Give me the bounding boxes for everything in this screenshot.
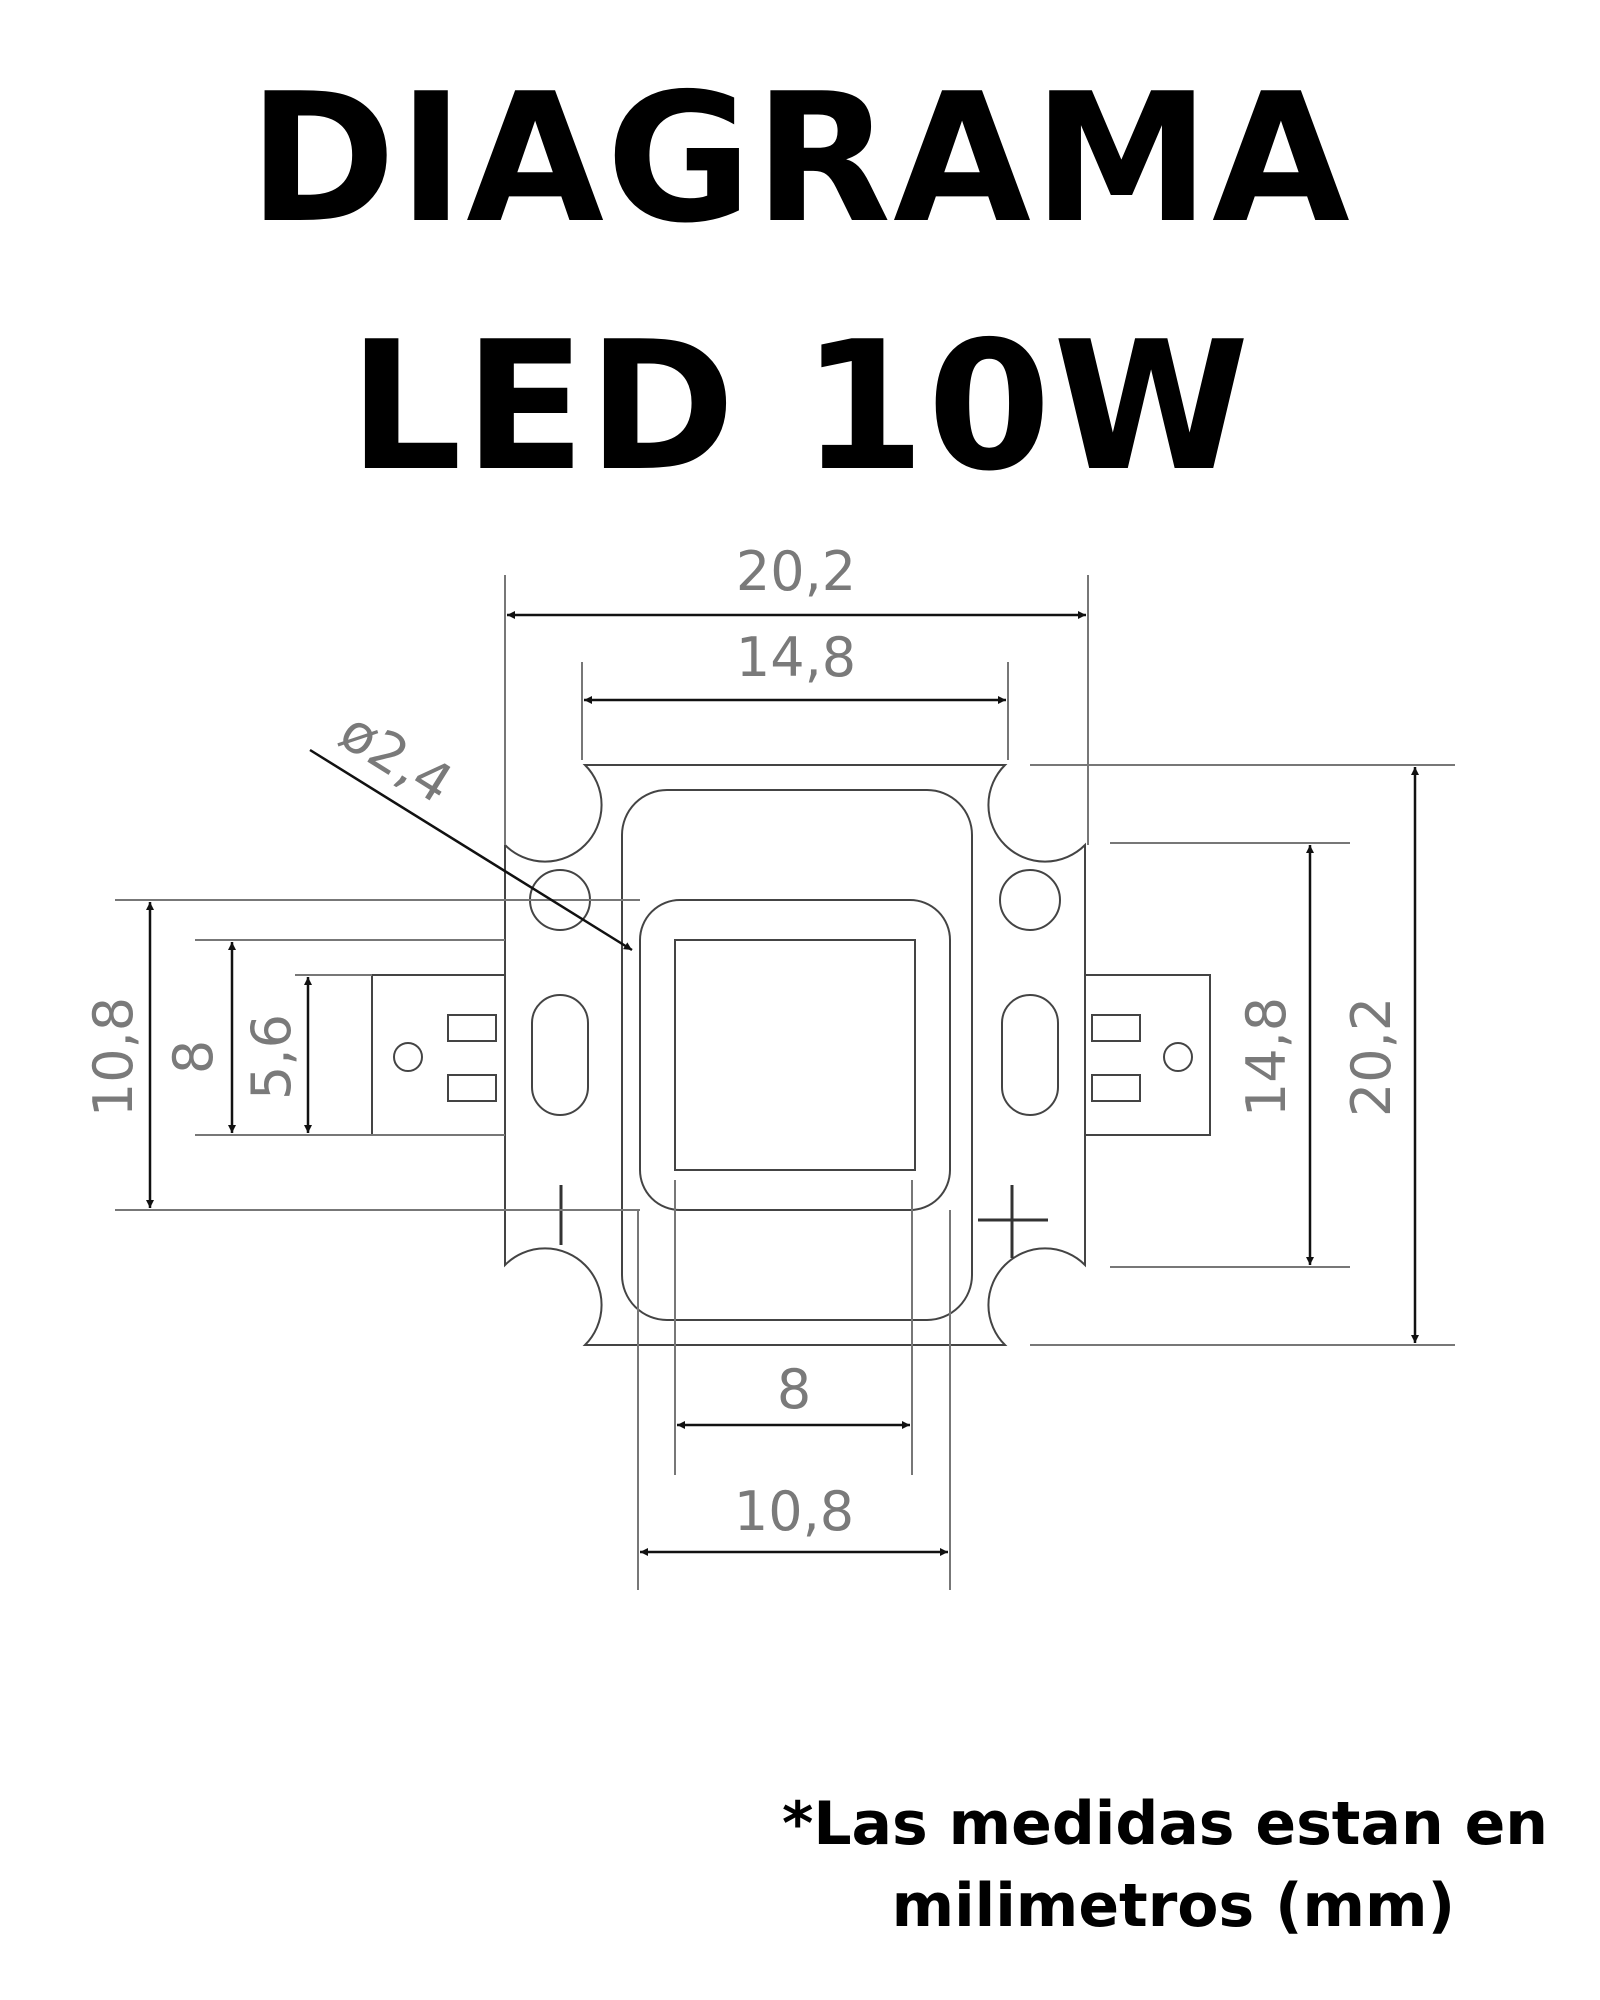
lens-frame [621, 789, 973, 1321]
dim-bottom-inner: 8 [777, 1358, 811, 1421]
board-outline [504, 764, 1086, 1346]
dim-left-inner: 5,6 [240, 1014, 303, 1100]
dim-bottom-outer: 10,8 [734, 1480, 854, 1543]
dim-top-outer: 20,2 [736, 540, 856, 603]
units-note-line-2: milimetros (mm) [891, 1871, 1455, 1941]
dim-hole-diameter: ø2,4 [329, 700, 463, 816]
terminal-right [1084, 974, 1211, 1136]
chip-outer [639, 899, 951, 1211]
chip-inner [674, 939, 916, 1171]
dim-line-hole-leader [309, 748, 633, 952]
dim-left-outer: 10,8 [82, 997, 145, 1117]
terminal-left [371, 974, 506, 1136]
slot-left [531, 994, 589, 1116]
slot-right [1001, 994, 1059, 1116]
dim-top-inner: 14,8 [736, 626, 856, 689]
mount-hole-right [999, 869, 1061, 931]
dim-right-inner: 14,8 [1235, 997, 1298, 1117]
units-note-line-1: *Las medidas estan en [781, 1789, 1548, 1859]
dim-left-mid: 8 [162, 1040, 225, 1074]
title-line-2: LED 10W [348, 303, 1252, 510]
title-line-1: DIAGRAMA [248, 55, 1352, 262]
dim-right-outer: 20,2 [1340, 997, 1403, 1117]
